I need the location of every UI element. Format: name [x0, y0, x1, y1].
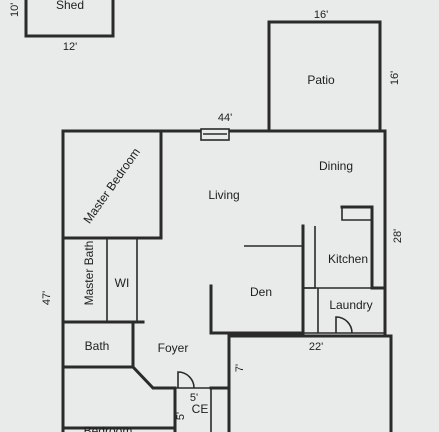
shed-width-dimension: 12'	[63, 41, 77, 53]
dining-label: Dining	[319, 159, 353, 173]
interior-walls	[61, 129, 387, 432]
patio-label: Patio	[307, 73, 335, 87]
shed-side-dimension: 10'	[9, 3, 21, 17]
wi-label: WI	[115, 276, 130, 290]
ce-width-dimension: 5'	[190, 392, 198, 404]
right-wing-width-dimension: 22'	[309, 341, 323, 353]
master-bedroom-walls	[61, 129, 163, 240]
shed-walls	[24, 0, 115, 38]
main-outline	[61, 129, 393, 432]
house-depth-dimension: 47'	[41, 291, 53, 305]
laundry-door-arc	[335, 316, 353, 334]
laundry-label: Laundry	[329, 298, 372, 312]
shed: Shed 12' 10'	[9, 0, 115, 53]
right-wing-depth-dimension: 28'	[392, 229, 404, 243]
den-label: Den	[250, 285, 272, 299]
living-label: Living	[208, 188, 239, 202]
ce-label: CE	[192, 402, 209, 416]
shed-label: Shed	[56, 0, 84, 12]
foyer-label: Foyer	[158, 341, 189, 355]
ce-depth-dimension: 5'	[175, 412, 187, 420]
kitchen-label: Kitchen	[328, 252, 368, 266]
patio-width-dimension: 16'	[314, 9, 328, 21]
master-bedroom-label: Master Bedroom	[81, 145, 143, 226]
exterior-walls	[61, 128, 393, 432]
kitchen-upper-counter	[341, 207, 372, 221]
patio-depth-dimension: 16'	[389, 71, 401, 85]
patio-walls	[267, 20, 382, 133]
bedroom-label: Bedroom	[84, 424, 133, 432]
bath-bottom-wall	[61, 365, 177, 390]
master-bath-label: Master Bath	[82, 241, 96, 306]
patio: Patio 16' 16'	[267, 9, 401, 133]
kitchen-counter	[303, 226, 316, 289]
ce-door-arc	[177, 371, 195, 389]
kitchen-east-counter	[340, 205, 387, 290]
foyer-offset-dimension: 7'	[234, 364, 246, 372]
bath-label: Bath	[85, 339, 110, 353]
dimension-labels: 44' 47' 28' 22' 7' 5' 5'	[41, 112, 404, 420]
house-width-dimension: 44'	[218, 112, 232, 124]
